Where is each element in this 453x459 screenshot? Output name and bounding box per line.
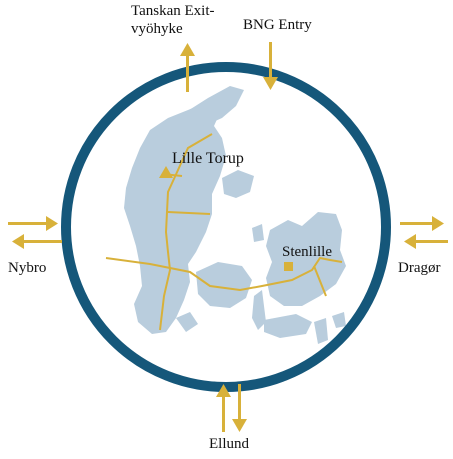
lille-torup-label: Lille Torup: [172, 150, 244, 167]
vendsyssel-land: [186, 86, 244, 126]
stenlille-storage-icon: [284, 262, 293, 271]
zealand-land: [266, 212, 346, 306]
stenlille-label: Stenlille: [282, 244, 332, 260]
pipeline-main-east-west: [105, 256, 343, 292]
ellund-arrows: [216, 384, 247, 432]
djursland-land: [222, 170, 254, 198]
dragor-arrows: [400, 216, 448, 249]
bng-entry-arrow: [263, 42, 278, 90]
bng-entry-label: BNG Entry: [243, 17, 312, 33]
pipeline-zealand-branch: [313, 265, 327, 297]
dragor-label: Dragør: [398, 260, 441, 276]
als-land: [176, 312, 198, 332]
tanskan-exit-label-line2: vyöhyke: [131, 21, 183, 37]
nybro-arrows: [8, 216, 62, 249]
network-boundary-ring: [61, 62, 391, 392]
tanskan-exit-arrow: [180, 43, 195, 92]
nybro-label: Nybro: [8, 260, 47, 276]
falster-land: [314, 318, 328, 344]
pipeline-nybro-branch: [167, 211, 211, 215]
funen-land: [196, 262, 252, 308]
ellund-label: Ellund: [209, 436, 249, 452]
pipeline-north: [159, 133, 213, 331]
lille-torup-storage-icon: [159, 166, 173, 178]
tanskan-exit-label-line1: Tanskan Exit-: [131, 3, 215, 19]
denmark-map: [124, 86, 346, 344]
thy-land: [140, 136, 162, 178]
lolland-land: [264, 314, 312, 338]
langeland-land: [252, 290, 266, 330]
mon-land: [332, 312, 346, 328]
samso-land: [252, 224, 264, 242]
